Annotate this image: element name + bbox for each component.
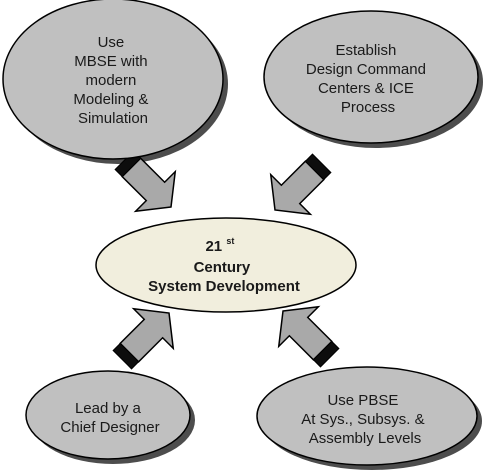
center-line3: System Development [148, 278, 300, 295]
node-bottom-left-text: Lead by a Chief Designer [60, 400, 159, 436]
node-bottom-right-text: Use PBSE At Sys., Subsys. & Assembly Lev… [301, 392, 429, 447]
arrow-bottom-right [277, 305, 340, 368]
arrow-bottom-left [112, 307, 175, 370]
center-number: 21 [205, 238, 222, 255]
node-bottom-left: Lead by a Chief Designer [25, 370, 191, 460]
center-superscript: st [226, 236, 234, 246]
center-line2: Century [194, 259, 251, 276]
arrow-top-right [269, 153, 332, 216]
center-text: 21 st Century System Development [148, 231, 300, 295]
node-center: 21 st Century System Development [95, 217, 357, 313]
node-top-right: Establish Design Command Centers & ICE P… [263, 10, 479, 144]
node-bottom-right: Use PBSE At Sys., Subsys. & Assembly Lev… [256, 366, 478, 466]
node-top-left: Use MBSE with modern Modeling & Simulati… [2, 0, 224, 160]
node-top-right-text: Establish Design Command Centers & ICE P… [306, 42, 430, 116]
node-top-left-text: Use MBSE with modern Modeling & Simulati… [73, 34, 152, 127]
